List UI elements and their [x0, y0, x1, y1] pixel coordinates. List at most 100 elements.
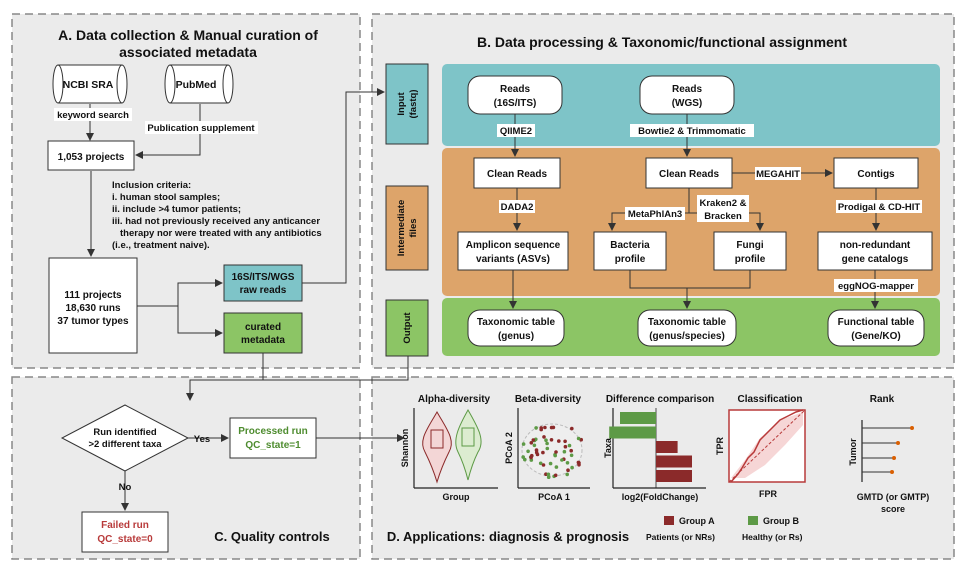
svg-text:files: files [408, 218, 419, 237]
alpha-ylabel: Shannon [400, 429, 410, 468]
processed-run-box [229, 417, 317, 459]
beta-point [562, 449, 567, 454]
qiime2-label: QIIME2 [500, 126, 532, 137]
rank-ylabel: Tumor [848, 438, 858, 466]
side-input-box [385, 63, 429, 145]
svg-text:Bacteria: Bacteria [610, 240, 650, 251]
beta-point [566, 468, 570, 473]
clean-reads-mid-box [645, 157, 733, 189]
beta-point [563, 444, 568, 449]
svg-text:Functional table: Functional table [838, 317, 915, 328]
beta-point [548, 461, 553, 466]
beta-point [565, 472, 569, 477]
functional-table-box [827, 309, 925, 347]
beta-point [569, 448, 573, 453]
rank-xlabel-2: score [881, 504, 905, 514]
beta-point [530, 453, 534, 458]
nonredundant-box [817, 231, 933, 271]
beta-point [538, 461, 543, 466]
beta-point [557, 439, 561, 443]
beta-point [549, 438, 554, 442]
rank-title: Rank [870, 394, 895, 405]
svg-text:NCBI SRA: NCBI SRA [63, 79, 114, 91]
beta-point [541, 450, 545, 455]
svg-text:curated: curated [245, 322, 281, 333]
violin-group-a [422, 410, 452, 484]
curated-metadata-box [223, 312, 303, 354]
diff-ylabel: Taxa [603, 437, 613, 458]
svg-text:Processed run: Processed run [238, 426, 307, 437]
beta-point [544, 438, 548, 443]
diff-xlabel: log2(FoldChange) [622, 492, 699, 502]
svg-text:variants (ASVs): variants (ASVs) [476, 254, 550, 265]
diff-bar-t2 [609, 426, 656, 439]
legend-group-b-swatch [748, 516, 758, 525]
svg-text:(Gene/KO): (Gene/KO) [851, 331, 900, 342]
prodigal-label: Prodigal & CD-HIT [838, 202, 921, 213]
beta-point [554, 450, 558, 454]
beta-point [543, 425, 547, 430]
cls-plot [728, 409, 806, 483]
projects-1053-box [47, 140, 135, 171]
dada2-label: DADA2 [501, 202, 534, 213]
beta-xlabel: PCoA 1 [538, 492, 570, 502]
svg-text:gene catalogs: gene catalogs [842, 254, 909, 265]
side-intermediate-box [385, 185, 429, 271]
svg-text:(WGS): (WGS) [672, 98, 703, 109]
legend-group-a-swatch [664, 516, 674, 525]
svg-text:(i.e., treatment naive).: (i.e., treatment naive). [112, 240, 210, 251]
panel-c-title: C. Quality controls [214, 529, 330, 544]
beta-point [545, 446, 550, 451]
svg-text:ii. include >4 tumor patients;: ii. include >4 tumor patients; [112, 204, 241, 215]
diff-bar-t1 [620, 412, 656, 424]
svg-text:QC_state=0: QC_state=0 [97, 534, 153, 545]
svg-text:Failed run: Failed run [101, 520, 149, 531]
bowtie-label: Bowtie2 & Trimmomatic [638, 126, 746, 137]
beta-point [576, 436, 581, 441]
svg-text:Clean Reads: Clean Reads [487, 169, 547, 180]
beta-point [577, 463, 581, 467]
cls-xlabel: FPR [759, 489, 778, 499]
side-output-box [385, 299, 429, 357]
svg-text:QC_state=1: QC_state=1 [245, 440, 301, 451]
svg-text:iii. had not previously receiv: iii. had not previously received any ant… [112, 216, 320, 227]
svg-text:i. human stool samples;: i. human stool samples; [112, 192, 220, 203]
alpha-title: Alpha-diversity [418, 394, 491, 405]
asv-box [457, 231, 569, 271]
diff-bar-t5 [656, 470, 692, 482]
panel-c-frame [11, 376, 361, 560]
bracken-label: Bracken [704, 211, 742, 222]
svg-text:therapy nor were treated with: therapy nor were treated with any antibi… [120, 228, 322, 239]
beta-point [545, 441, 549, 446]
svg-text:profile: profile [735, 254, 766, 265]
rank-xlabel-1: GMTD (or GMTP) [857, 492, 930, 502]
beta-point [570, 465, 574, 470]
beta-point [542, 435, 546, 439]
pubmed-cylinder: PubMed [164, 64, 234, 104]
summary-box [48, 257, 138, 354]
beta-point [534, 426, 538, 430]
svg-text:raw reads: raw reads [240, 285, 287, 296]
diff-bar-t3 [656, 441, 678, 453]
legend-group-a: Group A [679, 516, 715, 526]
keyword-search-label: keyword search [57, 110, 129, 121]
tax-genus-box [467, 309, 565, 347]
beta-point [570, 426, 574, 431]
svg-text:Contigs: Contigs [857, 169, 895, 180]
beta-point [521, 455, 525, 459]
rank-plot [861, 420, 914, 482]
legend-group-a-sub: Patients (or NRs) [646, 532, 715, 542]
beta-point [554, 465, 559, 469]
beta-point [532, 443, 537, 448]
summary-tumor-types: 37 tumor types [57, 316, 129, 327]
fungi-profile-box [713, 231, 787, 271]
svg-text:Clean Reads: Clean Reads [659, 169, 719, 180]
cls-ylabel: TPR [715, 436, 725, 455]
beta-plot [517, 408, 590, 489]
svg-text:metadata: metadata [241, 335, 285, 346]
beta-point [567, 443, 572, 448]
svg-text:profile: profile [615, 254, 646, 265]
beta-point [521, 442, 526, 446]
beta-point [529, 458, 534, 462]
beta-point [549, 425, 554, 430]
